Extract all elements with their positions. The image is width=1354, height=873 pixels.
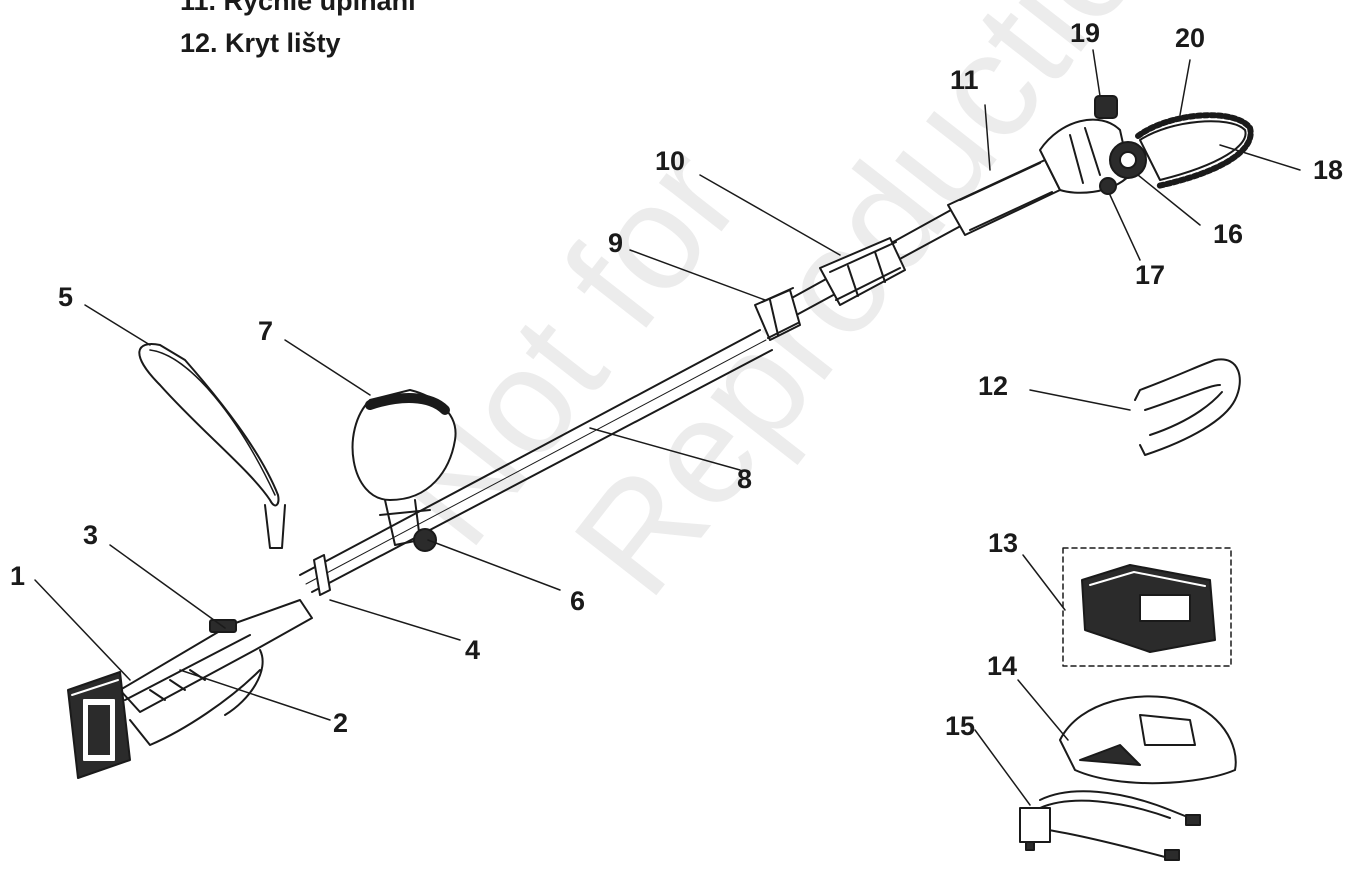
callout-20: 20	[1175, 23, 1206, 53]
callout-13: 13	[988, 528, 1019, 558]
callout-12: 12	[978, 371, 1009, 401]
battery-pack	[1081, 564, 1216, 653]
battery-in-tool	[67, 671, 131, 779]
callout-6: 6	[570, 586, 586, 616]
callout-1: 1	[10, 561, 26, 591]
callout-11: 11	[950, 65, 979, 95]
callout-8: 8	[737, 464, 753, 494]
header-cut-line: 11. Rychlé upínání	[180, 0, 416, 16]
shoulder-strap	[138, 343, 286, 549]
callout-16: 16	[1213, 219, 1244, 249]
shaft-lower	[299, 329, 773, 593]
oil-cap	[1094, 95, 1118, 119]
callout-7: 7	[258, 316, 274, 346]
strap-hook	[313, 554, 331, 596]
leader-lines	[34, 49, 1301, 806]
callout-5: 5	[58, 282, 74, 312]
telescopic-lock	[754, 287, 801, 341]
bar-cover	[1134, 358, 1241, 456]
assist-handle	[351, 389, 457, 546]
callout-3: 3	[83, 520, 99, 550]
callout-14: 14	[987, 651, 1018, 681]
shaft-grip	[819, 237, 906, 306]
guide-bar	[1139, 120, 1247, 181]
callout-17: 17	[1135, 260, 1166, 290]
chain-tension-knob	[1099, 141, 1147, 195]
saw-chain	[1135, 112, 1254, 189]
callout-15: 15	[945, 711, 976, 741]
callout-9: 9	[608, 228, 624, 258]
charger	[1059, 695, 1237, 785]
handle-clamp-knob	[413, 528, 437, 552]
page-title: 12. Kryt lišty	[180, 28, 341, 58]
callout-19: 19	[1070, 18, 1101, 48]
callout-10: 10	[655, 146, 686, 176]
motor-housing	[947, 118, 1131, 236]
callout-18: 18	[1313, 155, 1344, 185]
callout-2: 2	[333, 708, 349, 738]
callout-4: 4	[465, 635, 481, 665]
power-cord	[1019, 790, 1201, 861]
